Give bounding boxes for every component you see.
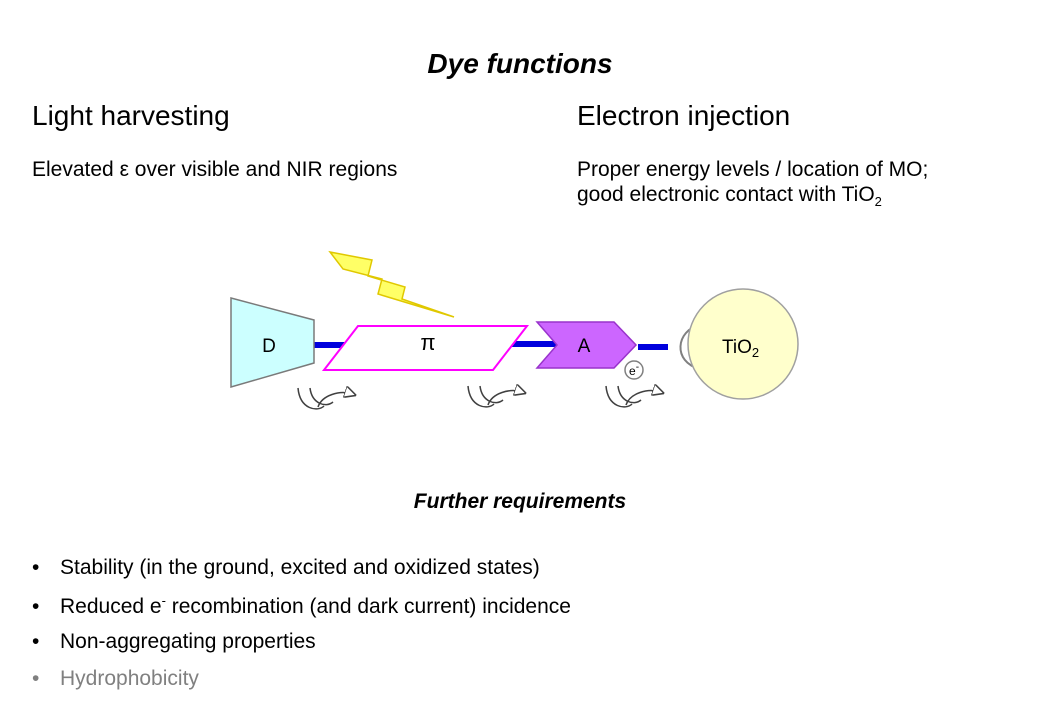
list-item-text: Hydrophobicity xyxy=(60,667,199,690)
electron-label: e- xyxy=(629,362,639,378)
donor-label: D xyxy=(262,336,276,357)
list-item: • Non-aggregating properties xyxy=(32,630,571,667)
arrow-cycle-icon xyxy=(467,386,522,408)
line2-subscript: 2 xyxy=(874,194,882,210)
desc-text-post: over visible and NIR regions xyxy=(128,158,398,181)
page-title: Dye functions xyxy=(427,48,613,79)
light-harvesting-description: Elevated ε over visible and NIR regions xyxy=(32,157,397,182)
bullet-dot: • xyxy=(32,630,40,653)
acceptor-shape xyxy=(535,321,638,369)
list-item-text-post: recombination (and dark current) inciden… xyxy=(165,595,571,618)
electron-injection-heading: Electron injection xyxy=(577,100,791,131)
requirements-list: • Stability (in the ground, excited and … xyxy=(32,556,571,704)
acceptor-label: A xyxy=(578,336,591,357)
electron-text: e xyxy=(629,364,636,378)
electron-injection-line2: good electronic contact with TiO2 xyxy=(577,182,928,214)
tio2-label: TiO2 xyxy=(722,337,759,360)
epsilon-symbol: ε xyxy=(119,158,129,181)
lightning-bolt-icon xyxy=(328,250,455,318)
list-item-text: Reduced e- recombination (and dark curre… xyxy=(60,593,571,619)
bullet-dot: • xyxy=(32,556,40,579)
electron-injection-description: Proper energy levels / location of MO; g… xyxy=(577,157,928,214)
bullet-dot: • xyxy=(32,667,40,690)
list-item: • Reduced e- recombination (and dark cur… xyxy=(32,593,571,630)
list-item-text: Non-aggregating properties xyxy=(60,630,316,653)
electron-icon xyxy=(624,360,644,380)
pi-bridge-shape xyxy=(321,325,530,371)
light-harvesting-heading: Light harvesting xyxy=(32,100,230,131)
tio2-particle xyxy=(687,288,799,400)
arrow-cycle-icon xyxy=(605,386,660,408)
donor-shape xyxy=(230,297,315,388)
line2-text: good electronic contact with TiO xyxy=(577,183,875,206)
further-requirements-heading: Further requirements xyxy=(413,490,627,513)
pi-label: π xyxy=(420,330,435,355)
list-item: • Stability (in the ground, excited and … xyxy=(32,556,571,593)
bullet-dot: • xyxy=(32,595,40,618)
electron-injection-line1: Proper energy levels / location of MO; xyxy=(577,158,929,181)
electron-superscript: - xyxy=(636,362,639,373)
list-item: • Hydrophobicity xyxy=(32,667,571,704)
list-item-text: Stability (in the ground, excited and ox… xyxy=(60,556,540,579)
arrow-cycle-icon xyxy=(297,388,352,410)
electron-superscript: - xyxy=(161,593,166,608)
desc-text-pre: Elevated xyxy=(32,158,120,181)
tio2-text: TiO xyxy=(722,337,752,358)
tio2-subscript: 2 xyxy=(752,345,759,360)
list-item-text-pre: Reduced e xyxy=(60,595,162,618)
